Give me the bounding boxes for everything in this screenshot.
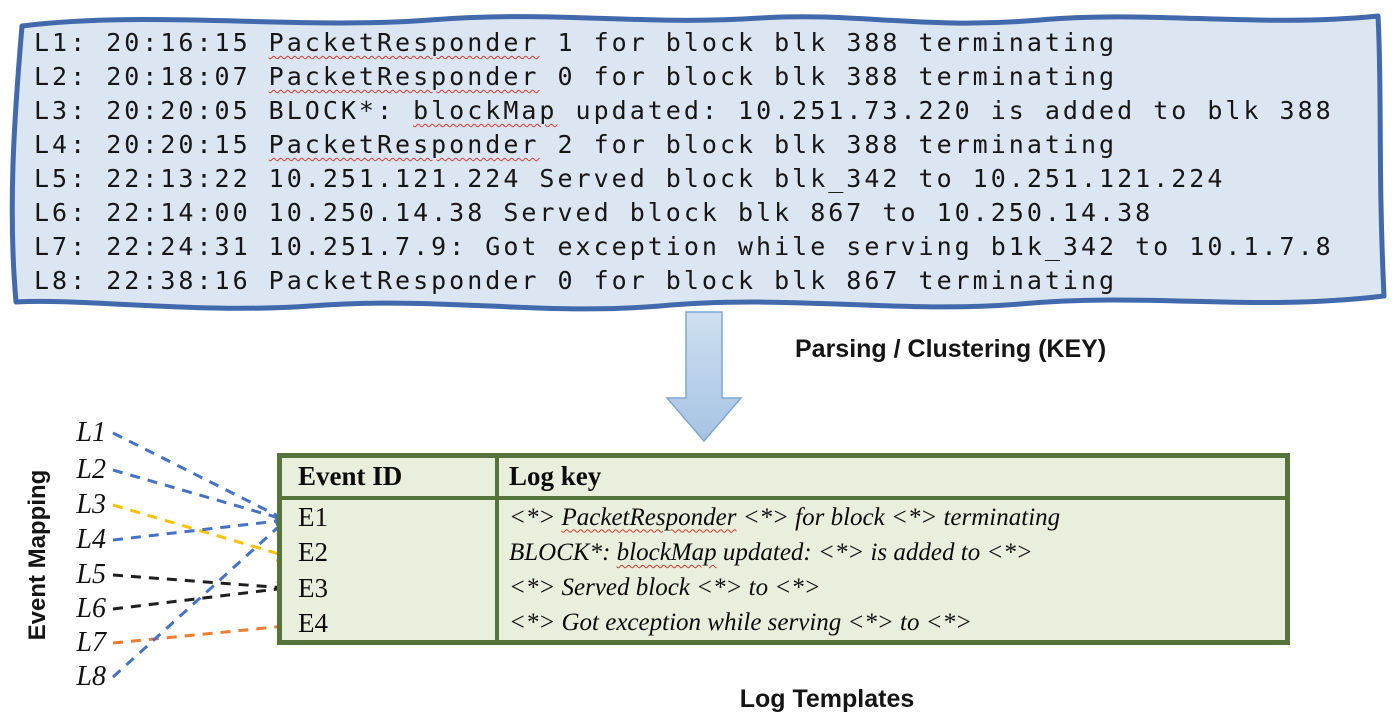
event-id-cell: E2: [282, 535, 499, 571]
source-label-L4: L4: [76, 524, 106, 555]
text-segment: <*> for block <*> terminating: [736, 503, 1061, 531]
log-line-L4: L4: 20:20:15 PacketResponder 2 for block…: [34, 128, 1334, 162]
mapping-arrow-L5-E3: [112, 573, 295, 596]
source-label-L1: L1: [76, 417, 106, 448]
event-id-cell: E1: [282, 500, 499, 536]
column-header-log-key: Log key: [509, 461, 602, 491]
log-line-L7: L7: 22:24:31 10.251.7.9: Got exception w…: [34, 230, 1334, 264]
event-id-cell: E3: [282, 570, 499, 606]
source-label-L8: L8: [76, 661, 106, 692]
text-segment: <*>: [509, 503, 562, 531]
text-segment: BLOCK*:: [509, 538, 617, 566]
text-segment: 1 for block blk 388 terminating: [539, 28, 1118, 57]
text-segment: L5: 22:13:22 10.251.121.224 Served block…: [34, 164, 1226, 193]
text-segment: L8: 22:38:16 PacketResponder 0 for block…: [34, 266, 1118, 295]
log-key-cell: <*> Got exception while serving <*> to <…: [499, 606, 1285, 641]
source-label-L7: L7: [76, 627, 106, 658]
event-id-cell: E4: [282, 605, 499, 641]
source-label-L5: L5: [76, 559, 106, 590]
log-line-L3: L3: 20:20:05 BLOCK*: blockMap updated: 1…: [34, 94, 1334, 128]
log-key-cell: <*> PacketResponder <*> for block <*> te…: [499, 500, 1285, 535]
text-segment: 2 for block blk 388 terminating: [539, 130, 1118, 159]
table-row-E1: E1<*> PacketResponder <*> for block <*> …: [282, 500, 1285, 536]
mapping-arrow-L6-E3: [112, 580, 295, 611]
text-segment: L4: 20:20:15: [34, 130, 269, 159]
text-segment: L1: 20:16:15: [34, 28, 269, 57]
log-templates-label: Log Templates: [739, 685, 915, 713]
text-segment: L7: 22:24:31 10.251.7.9: Got exception w…: [34, 232, 1334, 261]
text-segment: updated: 10.251.73.220 is added to blk 3…: [557, 96, 1334, 125]
source-label-L2: L2: [76, 454, 106, 485]
mapping-arrow-L8-E1: [111, 513, 293, 679]
log-key-cell: BLOCK*: blockMap updated: <*> is added t…: [499, 535, 1285, 570]
misspelled-word: PacketResponder: [561, 503, 737, 531]
down-arrow-icon: [665, 311, 743, 443]
parsing-clustering-label: Parsing / Clustering (KEY): [795, 335, 1107, 363]
text-segment: 0 for block blk 388 terminating: [539, 62, 1118, 91]
log-line-L6: L6: 22:14:00 10.250.14.38 Served block b…: [34, 196, 1334, 230]
text-segment: L3: 20:20:05 BLOCK*:: [34, 96, 414, 125]
mapping-arrow-L3-E2: [112, 503, 295, 563]
log-line-L5: L5: 22:13:22 10.251.121.224 Served block…: [34, 162, 1334, 196]
mapping-arrow-L7-E4: [112, 618, 295, 645]
source-label-L6: L6: [76, 593, 106, 624]
source-label-L3: L3: [76, 489, 106, 520]
table-row-E3: E3 <*> Served block <*> to <*>: [282, 570, 1285, 606]
log-key-cell: <*> Served block <*> to <*>: [499, 571, 1285, 606]
mapping-arrow-L1-E1: [112, 431, 294, 525]
log-line-L8: L8: 22:38:16 PacketResponder 0 for block…: [34, 264, 1334, 298]
log-box-outline: [9, 13, 1387, 312]
mapping-arrow-L4-E1: [112, 512, 295, 542]
text-segment: <*> Got exception while serving <*> to <…: [509, 609, 972, 637]
misspelled-word: PacketResponder: [268, 130, 540, 159]
table-header-row: Event ID Log key: [282, 458, 1285, 500]
log-line-L2: L2: 20:18:07 PacketResponder 0 for block…: [34, 60, 1334, 94]
text-segment: updated: <*> is added to <*>: [716, 538, 1033, 566]
log-box: L1: 20:16:15 PacketResponder 1 for block…: [34, 26, 1334, 298]
table-body: E1<*> PacketResponder <*> for block <*> …: [282, 500, 1285, 641]
column-header-event-id: Event ID: [282, 458, 499, 496]
log-line-L1: L1: 20:16:15 PacketResponder 1 for block…: [34, 26, 1334, 60]
misspelled-word: PacketResponder: [268, 62, 540, 91]
text-segment: L6: 22:14:00 10.250.14.38 Served block b…: [34, 198, 1154, 227]
misspelled-word: PacketResponder: [268, 28, 540, 57]
misspelled-word: blockMap: [616, 538, 717, 566]
text-segment: L2: 20:18:07: [34, 62, 269, 91]
table-row-E4: E4 <*> Got exception while serving <*> to…: [282, 605, 1285, 641]
misspelled-word: blockMap: [413, 96, 558, 125]
text-segment: <*> Served block <*> to <*>: [509, 574, 821, 602]
log-template-table: Event ID Log key E1<*> PacketResponder <…: [277, 453, 1290, 645]
mapping-arrow-L2-E1: [112, 468, 295, 527]
